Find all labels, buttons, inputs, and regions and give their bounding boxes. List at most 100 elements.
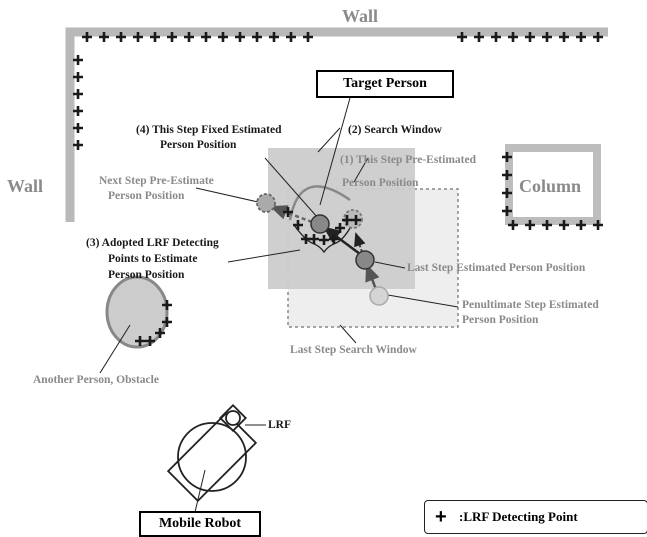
pointer-penultimate xyxy=(387,294,459,308)
lrf-point-mark xyxy=(145,336,155,346)
fixed-estimate-label-2: Person Position xyxy=(160,139,237,151)
fixed-position-circle xyxy=(310,214,330,234)
lrf-point-mark xyxy=(303,32,313,42)
pointer-next xyxy=(195,187,259,203)
lrf-point-mark xyxy=(116,32,126,42)
adopted-points-label-1: (3) Adopted LRF Detecting xyxy=(86,237,219,249)
pointer-search xyxy=(317,127,341,153)
lrf-point-mark xyxy=(218,32,228,42)
wall-top-label: Wall xyxy=(342,6,379,26)
another-person-label: Another Person, Obstacle xyxy=(33,374,159,386)
lrf-point-mark xyxy=(474,32,484,42)
lrf-point-mark xyxy=(99,32,109,42)
lrf-point-mark xyxy=(73,72,83,82)
pointer-robot xyxy=(194,469,206,513)
lrf-point-mark xyxy=(508,220,518,230)
lrf-point-mark xyxy=(329,234,339,244)
next-pre-estimate-label-1: Next Step Pre-Estimate xyxy=(99,175,214,187)
lrf-point-mark xyxy=(293,220,303,230)
wall-corner xyxy=(65,27,608,222)
lrf-point-mark xyxy=(82,32,92,42)
lrf-point-mark xyxy=(150,32,160,42)
lrf-point-mark xyxy=(201,32,211,42)
lrf-point-mark xyxy=(73,89,83,99)
adopted-points-label-3: Person Position xyxy=(108,269,185,281)
lrf-point-mark xyxy=(502,206,512,216)
lrf-point-mark xyxy=(502,152,512,162)
last-estimate-label: Last Step Estimated Person Position xyxy=(407,262,586,274)
lrf-point-mark xyxy=(542,220,552,230)
lrf-point-mark xyxy=(351,215,361,225)
mobile-robot-box: Mobile Robot xyxy=(139,511,261,537)
pointer-fixed xyxy=(264,157,319,219)
lrf-point-mark xyxy=(73,123,83,133)
legend-plus-icon: + xyxy=(435,506,447,528)
legend-text: :LRF Detecting Point xyxy=(459,509,578,524)
last-step-search-window-label: Last Step Search Window xyxy=(290,344,417,356)
pointer-target xyxy=(319,97,351,206)
lrf-point-mark xyxy=(335,223,345,233)
lrf-point-mark xyxy=(162,317,172,327)
pointer-last-window xyxy=(339,324,357,344)
target-person-arc xyxy=(288,185,351,221)
column-block xyxy=(505,144,601,225)
lrf-point-mark xyxy=(502,170,512,180)
search-window-label: (2) Search Window xyxy=(348,124,442,136)
lrf-point-mark xyxy=(184,32,194,42)
lrf-point-mark xyxy=(162,300,172,310)
lrf-point-mark xyxy=(576,220,586,230)
lrf-point-mark xyxy=(133,32,143,42)
lrf-point-mark xyxy=(235,32,245,42)
pre-estimate-label-2: Person Position xyxy=(342,177,419,189)
lrf-point-mark xyxy=(542,32,552,42)
lrf-point-mark xyxy=(559,32,569,42)
lrf-point-mark xyxy=(502,188,512,198)
lrf-point-mark xyxy=(135,336,145,346)
trajectory-last-to-fixed xyxy=(322,226,361,256)
lrf-label: LRF xyxy=(268,419,291,431)
pointer-pre xyxy=(353,157,369,183)
lrf-point-mark xyxy=(73,106,83,116)
mobile-robot-shape xyxy=(166,403,258,503)
legend-box: + :LRF Detecting Point xyxy=(424,500,647,534)
lrf-point-mark xyxy=(525,32,535,42)
lrf-point-mark xyxy=(525,220,535,230)
last-position-circle xyxy=(355,250,375,270)
penultimate-position-circle xyxy=(369,286,389,306)
wall-left-label: Wall xyxy=(7,176,44,196)
fixed-estimate-label-1: (4) This Step Fixed Estimated xyxy=(136,124,282,136)
next-pre-position-circle xyxy=(256,193,276,213)
pre-estimate-label-1: (1) This Step Pre-Estimated xyxy=(340,154,476,166)
lrf-point-mark xyxy=(457,32,467,42)
lrf-point-mark xyxy=(576,32,586,42)
lrf-point-mark xyxy=(167,32,177,42)
lrf-point-mark xyxy=(283,207,293,217)
lrf-point-mark xyxy=(491,32,501,42)
lrf-point-mark xyxy=(155,328,165,338)
lrf-point-mark xyxy=(593,220,603,230)
lrf-point-mark xyxy=(73,140,83,150)
next-pre-estimate-label-2: Person Position xyxy=(108,190,185,202)
another-person-ellipse xyxy=(105,275,169,349)
target-person-box: Target Person xyxy=(316,70,454,98)
pointer-last xyxy=(374,261,406,269)
lrf-detecting-points xyxy=(73,32,603,346)
lrf-point-mark xyxy=(309,234,319,244)
adopted-points-label-2: Points to Estimate xyxy=(108,253,198,265)
lrf-point-mark xyxy=(319,235,329,245)
lrf-point-mark xyxy=(269,32,279,42)
penultimate-label-2: Person Position xyxy=(462,314,539,326)
lrf-point-mark xyxy=(73,55,83,65)
lrf-point-mark xyxy=(342,215,352,225)
pointer-another xyxy=(99,324,131,374)
lrf-point-mark xyxy=(286,32,296,42)
pointer-adopted xyxy=(227,249,301,263)
trajectory-fixed-to-next xyxy=(269,205,313,224)
lrf-point-mark xyxy=(252,32,262,42)
lrf-point-mark xyxy=(593,32,603,42)
column-label: Column xyxy=(519,176,582,196)
trajectory-last-to-pre xyxy=(354,232,366,253)
penultimate-label-1: Penultimate Step Estimated xyxy=(462,299,599,311)
